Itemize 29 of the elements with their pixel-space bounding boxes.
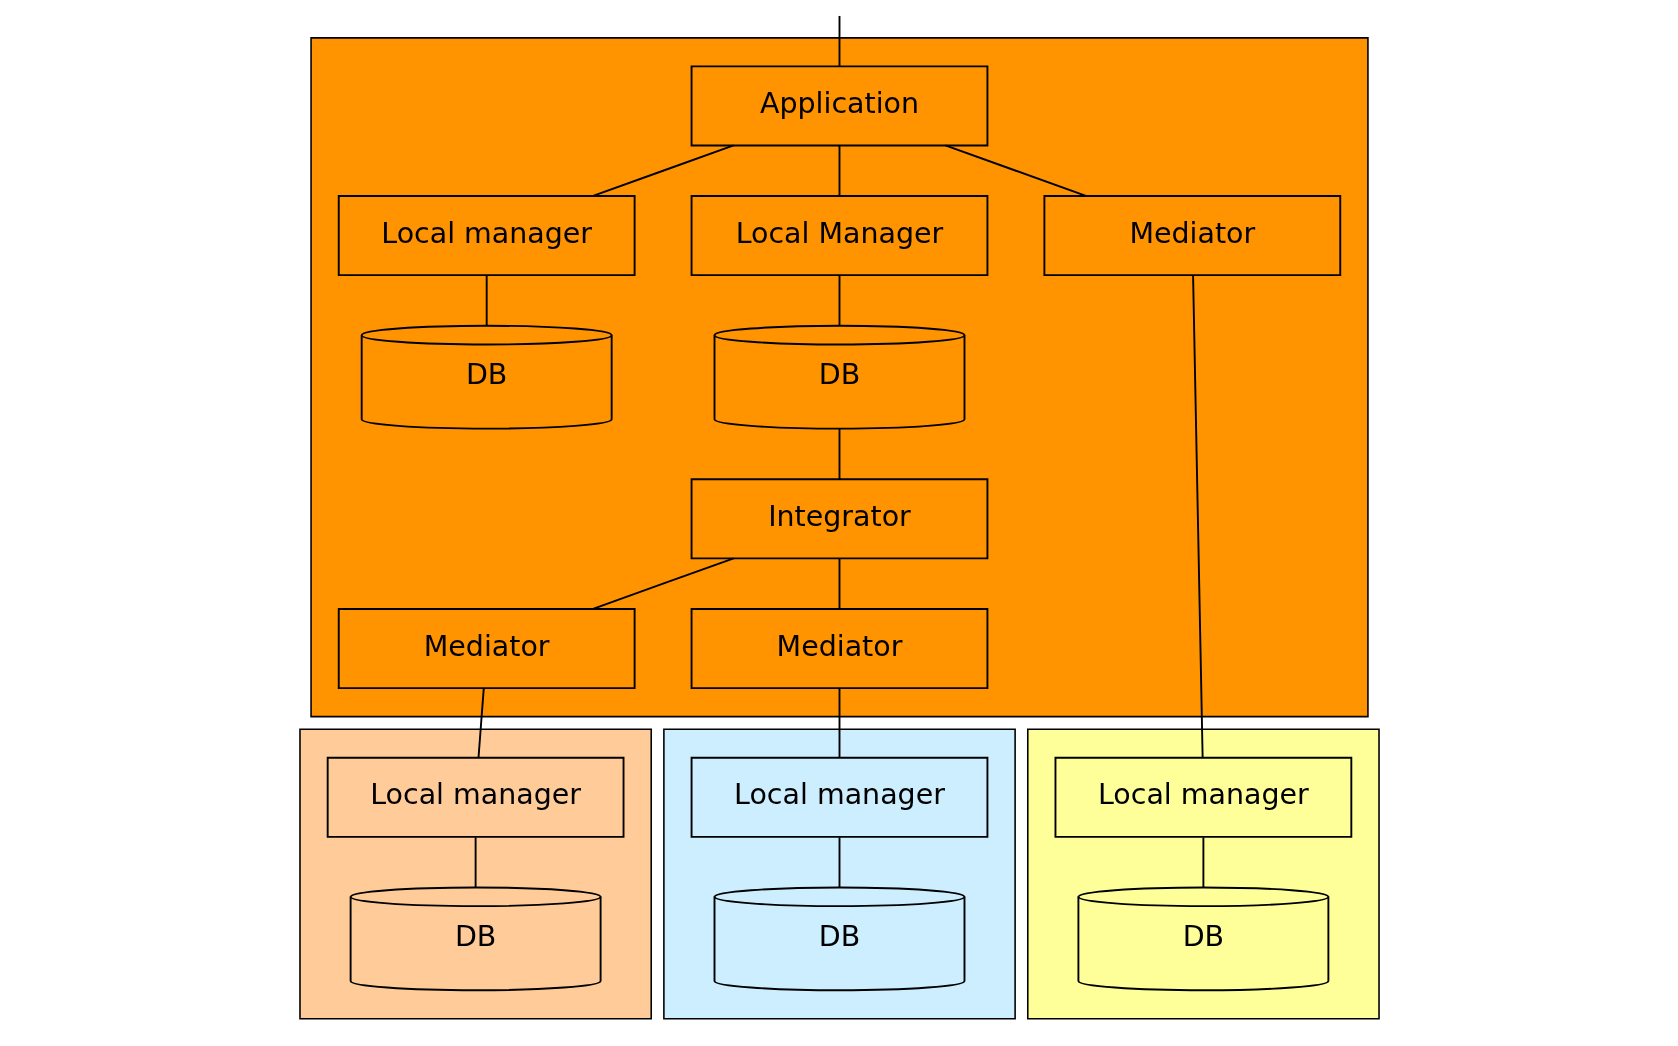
connector <box>591 144 735 197</box>
connector <box>838 687 840 759</box>
node-box: Mediator <box>337 608 636 690</box>
connector <box>1191 274 1204 758</box>
cluster <box>309 37 1369 718</box>
connector <box>474 836 477 888</box>
connector <box>838 144 840 197</box>
node-box: Mediator <box>1042 195 1341 277</box>
node-box: Local manager <box>326 756 624 838</box>
connector <box>591 557 735 610</box>
connector <box>485 274 488 327</box>
connector <box>477 687 485 759</box>
connector <box>943 144 1087 197</box>
node-box: Local manager <box>1054 756 1352 838</box>
connector <box>1201 836 1204 888</box>
cluster <box>662 728 1016 1020</box>
node-box: Local Manager <box>690 195 988 277</box>
cluster <box>298 728 652 1020</box>
node-box: Local manager <box>690 756 988 838</box>
connector <box>838 274 840 327</box>
cluster <box>1026 728 1380 1020</box>
connector <box>838 427 840 480</box>
connector <box>838 836 840 888</box>
connector <box>838 15 840 67</box>
node-box: Integrator <box>690 478 988 560</box>
node-box: Local manager <box>337 195 636 277</box>
connector <box>838 557 840 610</box>
node-box: Application <box>690 65 988 147</box>
node-box: Mediator <box>690 608 988 690</box>
